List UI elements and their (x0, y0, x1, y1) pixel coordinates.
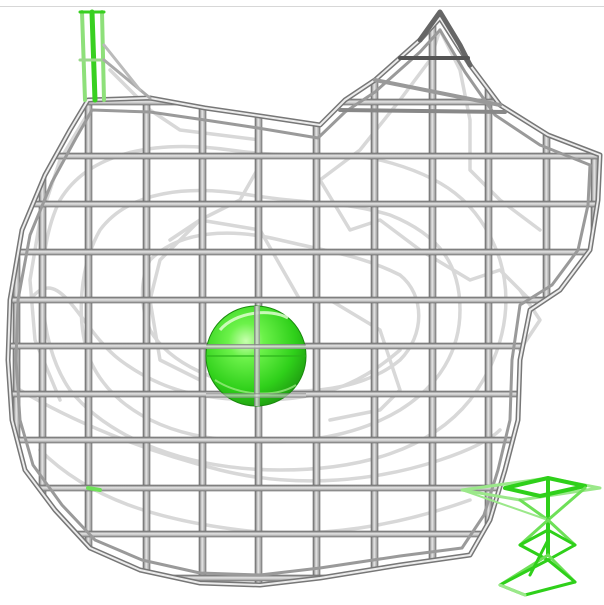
green-marker-left (86, 486, 102, 492)
green-tripod-gizmo[interactable] (460, 476, 602, 597)
grid-bar-horizontal (8, 152, 600, 160)
grid-bar-horizontal (8, 200, 600, 208)
grid-bar-horizontal (8, 248, 600, 256)
left-ear-post (78, 9, 152, 103)
grid-bar-horizontal (8, 296, 600, 304)
grid-bar-horizontal (8, 436, 600, 444)
grid-bar-horizontal (8, 484, 600, 492)
back-contours (18, 28, 542, 535)
grid-bar-vertical (590, 18, 599, 585)
viewport-top-border (0, 6, 604, 7)
silhouette-rim (5, 9, 603, 588)
front-bars-over-sphere (206, 306, 306, 406)
grid-bar-horizontal (8, 530, 600, 538)
